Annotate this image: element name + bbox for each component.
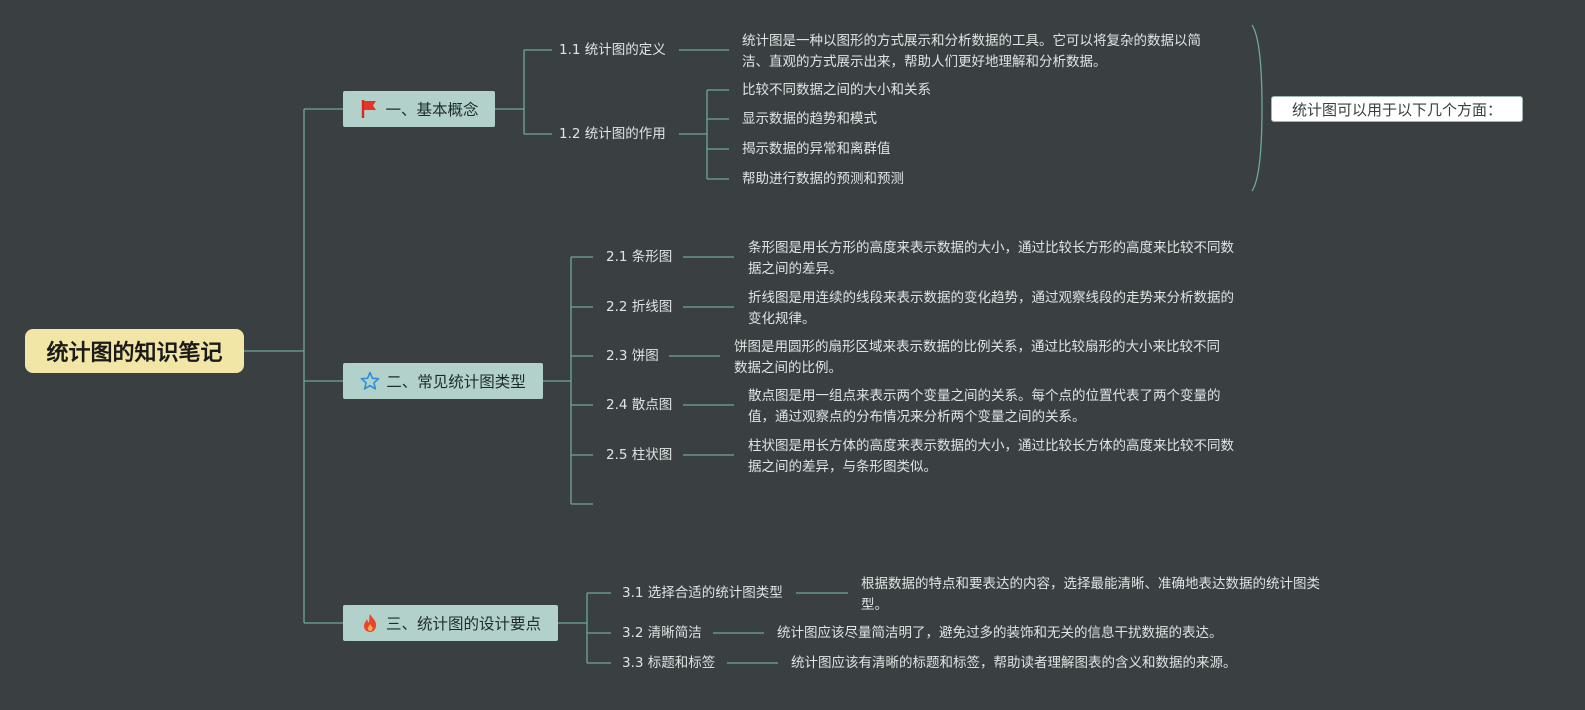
fire-icon <box>360 613 380 633</box>
root-topic[interactable]: 统计图的知识笔记 <box>25 329 244 373</box>
subtopic-2-1-desc: 条形图是用长方形的高度来表示数据的大小，通过比较长方形的高度来比较不同数据之间的… <box>748 240 1234 277</box>
topic-title: 一、基本概念 <box>385 101 479 119</box>
subtopic-2-3-desc: 饼图是用圆形的扇形区域来表示数据的比例关系，通过比较扇形的大小来比较不同数据之间… <box>734 339 1220 376</box>
subtopic-2-2-desc: 折线图是用连续的线段来表示数据的变化趋势，通过观察线段的走势来分析数据的变化规律… <box>748 290 1234 327</box>
topic-title: 三、统计图的设计要点 <box>385 615 541 633</box>
summary-text: 统计图可以用于以下几个方面： <box>1291 100 1502 119</box>
subtopic-1-2[interactable]: 1.2 统计图的作用 <box>559 126 666 142</box>
topic-basic-concepts[interactable]: 一、基本概念 <box>343 91 495 127</box>
subtopic-3-1[interactable]: 3.1 选择合适的统计图类型 <box>622 585 783 601</box>
summary-callout[interactable]: 统计图可以用于以下几个方面： <box>1271 96 1523 122</box>
topic-chart-types[interactable]: 二、常见统计图类型 <box>343 363 543 399</box>
root-title: 统计图的知识笔记 <box>46 341 223 366</box>
subtopic-2-4-desc: 散点图是用一组点来表示两个变量之间的关系。每个点的位置代表了两个变量的值，通过观… <box>748 388 1221 425</box>
subtopic-1-1-desc: 统计图是一种以图形的方式展示和分析数据的工具。它可以将复杂的数据以简洁、直观的方… <box>742 33 1201 70</box>
list-item[interactable]: 比较不同数据之间的大小和关系 <box>742 82 931 98</box>
subtopic-3-3-desc: 统计图应该有清晰的标题和标签，帮助读者理解图表的含义和数据的来源。 <box>791 655 1237 671</box>
subtopic-2-3[interactable]: 2.3 饼图 <box>606 348 659 364</box>
subtopic-3-3[interactable]: 3.3 标题和标签 <box>622 655 716 671</box>
subtopic-2-2[interactable]: 2.2 折线图 <box>606 299 673 315</box>
list-item[interactable]: 揭示数据的异常和离群值 <box>742 141 891 157</box>
list-item[interactable]: 帮助进行数据的预测和预测 <box>742 171 904 187</box>
topic-title: 二、常见统计图类型 <box>386 373 526 391</box>
subtopic-3-2[interactable]: 3.2 清晰简洁 <box>622 625 702 641</box>
subtopic-2-5-desc: 柱状图是用长方体的高度来表示数据的大小，通过比较长方体的高度来比较不同数据之间的… <box>748 438 1234 475</box>
subtopic-3-1-desc: 根据数据的特点和要表达的内容，选择最能清晰、准确地表达数据的统计图类型。 <box>861 576 1320 613</box>
subtopic-2-1[interactable]: 2.1 条形图 <box>606 249 673 265</box>
subtopic-1-1[interactable]: 1.1 统计图的定义 <box>559 42 666 58</box>
subtopic-2-5[interactable]: 2.5 柱状图 <box>606 447 673 463</box>
subtopic-3-2-desc: 统计图应该尽量简洁明了，避免过多的装饰和无关的信息干扰数据的表达。 <box>777 625 1223 641</box>
red-flag-icon <box>359 99 379 119</box>
star-icon <box>360 371 380 391</box>
list-item[interactable]: 显示数据的趋势和模式 <box>742 111 877 127</box>
topic-design-points[interactable]: 三、统计图的设计要点 <box>343 605 558 641</box>
subtopic-2-4[interactable]: 2.4 散点图 <box>606 397 673 413</box>
